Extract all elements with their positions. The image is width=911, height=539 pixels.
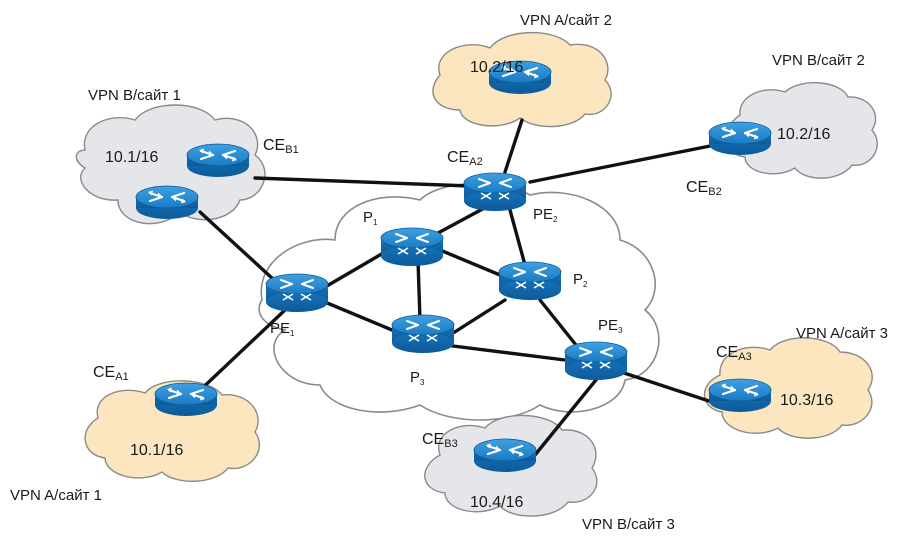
net-a2-prefix: 10.2/16 bbox=[470, 59, 524, 76]
p1-label: P1 bbox=[363, 209, 378, 227]
ce-a1-label: CEA1 bbox=[93, 364, 129, 383]
vpn-b-site1-cloud bbox=[75, 104, 266, 225]
link-pe3-cea3 bbox=[613, 368, 717, 405]
link-pe2-p2 bbox=[508, 208, 527, 267]
link-ceb2-pe2 bbox=[528, 143, 717, 184]
ce-a3-router-icon bbox=[707, 377, 773, 414]
pe1-switching-router-icon bbox=[265, 273, 329, 313]
ce-b1-router-icon bbox=[185, 142, 251, 179]
link-pe1-p1 bbox=[318, 250, 387, 292]
vpn-b-site2-cloud bbox=[725, 82, 878, 179]
ce-a3-label: CEA3 bbox=[716, 344, 752, 363]
link-pe1-p3 bbox=[318, 298, 394, 332]
vpn-a-site2-label: VPN A/сайт 2 bbox=[520, 12, 612, 29]
link-p2-pe3 bbox=[538, 298, 582, 352]
pe2-switching-router-icon bbox=[463, 172, 527, 212]
link-p3-pe3 bbox=[443, 343, 567, 362]
ce-a2-label: CEA2 bbox=[447, 149, 483, 168]
pe2-label: PE2 bbox=[533, 206, 558, 224]
link-p1-p2 bbox=[438, 248, 502, 277]
net-b3-prefix: 10.4/16 bbox=[470, 494, 524, 511]
p3-switching-router-icon bbox=[391, 314, 455, 354]
net-a3-prefix: 10.3/16 bbox=[780, 392, 834, 409]
link-p1-p3 bbox=[416, 258, 422, 322]
vpn-b-site3-label: VPN B/сайт 3 bbox=[582, 516, 675, 533]
pe3-label: PE3 bbox=[598, 317, 623, 335]
vpn-a-site3-cloud bbox=[703, 337, 873, 439]
ce-b1-label: CEB1 bbox=[263, 137, 299, 156]
ce-b1-second-router-icon bbox=[134, 184, 200, 221]
net-b2-prefix: 10.2/16 bbox=[777, 126, 831, 143]
ce-b3-router-icon bbox=[472, 437, 538, 474]
link-p3-p2 bbox=[448, 298, 507, 337]
link-ceb1b-pe1 bbox=[198, 210, 287, 292]
link-ceb1-pe2 bbox=[253, 176, 472, 188]
net-a1-prefix: 10.1/16 bbox=[130, 442, 184, 459]
p2-switching-router-icon bbox=[498, 261, 562, 301]
pe1-label: PE1 bbox=[270, 320, 295, 338]
vpn-a-site3-label: VPN A/сайт 3 bbox=[796, 325, 888, 342]
vpn-b-site2-label: VPN B/сайт 2 bbox=[772, 52, 865, 69]
p1-switching-router-icon bbox=[380, 227, 444, 267]
vpn-a-site1-label: VPN A/сайт 1 bbox=[10, 487, 102, 504]
p2-label: P2 bbox=[573, 271, 588, 289]
p3-label: P3 bbox=[410, 369, 425, 387]
pe3-switching-router-icon bbox=[564, 341, 628, 381]
ce-b2-label: CEB2 bbox=[686, 179, 722, 198]
ce-b3-label: CEB3 bbox=[422, 431, 458, 450]
ce-a1-router-icon bbox=[153, 381, 219, 418]
link-pe3-ceb3 bbox=[533, 373, 602, 457]
vpn-b-site1-label: VPN B/сайт 1 bbox=[88, 87, 181, 104]
ce-b2-router-icon bbox=[707, 120, 773, 157]
links bbox=[193, 118, 717, 457]
link-pe1-cea1 bbox=[193, 308, 287, 397]
link-cea2-pe2 bbox=[503, 118, 524, 174]
net-b1-prefix: 10.1/16 bbox=[105, 149, 159, 166]
